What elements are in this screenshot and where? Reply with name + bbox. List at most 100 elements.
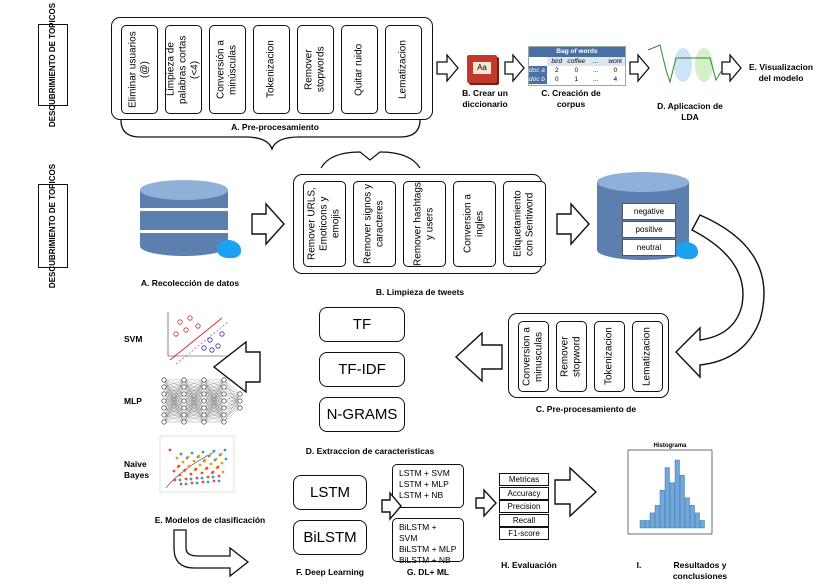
nb-point xyxy=(190,451,194,455)
model-svm-label: SVM xyxy=(124,334,143,344)
mlp-edge xyxy=(223,407,241,423)
mlp-node xyxy=(161,412,167,418)
svm-point xyxy=(209,347,215,353)
pre2-step-box: Conversion a minusculas xyxy=(518,321,549,392)
feature-box: TF xyxy=(319,307,405,342)
mlp-node xyxy=(237,391,243,397)
mlp-edge xyxy=(203,414,225,423)
dl-ml-item: BiLSTM + SVM xyxy=(399,522,437,543)
mlp-edge xyxy=(203,400,225,423)
prep-step-box: Quitar ruido xyxy=(341,25,378,114)
mlp-edge xyxy=(203,379,225,388)
label-results: Resultados y conclusiones xyxy=(672,560,728,581)
mlp-node xyxy=(161,405,167,411)
histogram-bar xyxy=(644,520,650,529)
label-data-collection: A. Recolección de datos xyxy=(140,278,240,288)
svm-point xyxy=(183,327,189,333)
histogram-bar xyxy=(689,505,695,529)
label-deep-learning: F. Deep Learning xyxy=(295,567,364,577)
mlp-edge xyxy=(183,407,205,423)
bow-cell: 0 xyxy=(613,67,618,74)
lda-curve xyxy=(647,44,723,84)
histogram-bar xyxy=(699,520,705,529)
bow-cell: 0 xyxy=(554,76,559,83)
db-body xyxy=(140,190,228,256)
svm-point xyxy=(187,315,193,321)
pre2-step-box: Tokenizacion xyxy=(594,321,625,392)
nb-point xyxy=(189,477,193,481)
label-evaluation: H. Evaluación xyxy=(501,560,557,570)
nb-point xyxy=(224,457,228,461)
lda-cluster-icon xyxy=(668,44,718,86)
label-classification-models: E. Modelos de clasificación xyxy=(154,515,266,525)
nb-point xyxy=(212,479,216,483)
mlp-node xyxy=(201,405,207,411)
label-visualization: E. Visualizacion del modelo xyxy=(748,62,814,83)
pre2-step-box: Remover stopword xyxy=(556,321,587,392)
svm-point xyxy=(201,345,207,351)
clean-step-box: Etiquetamiento con Sentiword xyxy=(503,181,546,267)
mlp-edge xyxy=(163,379,185,409)
mlp-node xyxy=(181,398,187,404)
mlp-edge xyxy=(183,379,205,409)
model-mlp-label: MLP xyxy=(124,396,142,406)
mlp-node xyxy=(181,391,187,397)
mlp-edge xyxy=(203,379,225,423)
mlp-edge xyxy=(223,400,241,423)
svm-point xyxy=(215,343,221,349)
mlp-node xyxy=(181,419,187,425)
nb-point xyxy=(181,460,185,464)
cleaning-brace xyxy=(320,151,421,169)
bottom-left-arrow xyxy=(173,529,250,578)
mlp-node xyxy=(161,419,167,425)
lstm-box: LSTM xyxy=(293,475,367,510)
mlp-edge xyxy=(183,379,205,423)
dictionary-book-icon: Aa xyxy=(467,55,497,83)
mlp-edge xyxy=(183,379,205,416)
mlp-node xyxy=(221,419,227,425)
nb-point xyxy=(206,480,210,484)
nb-point xyxy=(201,450,205,454)
metric-item: Accuracy xyxy=(499,486,549,500)
pre2-step-box: Lematizacion xyxy=(632,321,663,392)
nb-point xyxy=(172,469,176,473)
mlp-edge xyxy=(163,386,185,423)
mlp-node xyxy=(201,391,207,397)
dl-ml-item: LSTM + SVM xyxy=(399,468,450,478)
bow-title: Bag of words xyxy=(529,47,625,57)
label-corpus: C. Creación de corpus xyxy=(541,88,601,109)
metric-item: F1-score xyxy=(499,527,549,540)
mlp-edge xyxy=(203,393,225,423)
nb-point xyxy=(214,457,218,461)
nb-point xyxy=(211,475,215,479)
nb-point xyxy=(200,476,204,480)
nb-point xyxy=(190,481,194,485)
label-dl-ml: G. DL+ ML xyxy=(406,567,450,577)
mlp-node xyxy=(201,384,207,390)
db-top xyxy=(140,180,228,200)
mlp-thumbnail xyxy=(161,377,243,425)
mlp-edge xyxy=(183,379,205,395)
bow-row-label: doc b xyxy=(529,75,547,84)
db-band-2 xyxy=(140,230,228,233)
mlp-node xyxy=(201,377,207,383)
nb-point xyxy=(200,471,204,475)
mlp-node xyxy=(221,377,227,383)
mlp-edge xyxy=(183,379,205,388)
dl-ml-item: BiLSTM + NB xyxy=(399,555,451,565)
db-right-top xyxy=(597,172,689,192)
metric-item: Precision xyxy=(499,500,549,513)
bow-header-cell: coffee xyxy=(566,57,586,66)
mlp-edge xyxy=(183,386,205,423)
middle-flow-arrows xyxy=(212,202,598,521)
mlp-node xyxy=(181,377,187,383)
nb-point xyxy=(195,481,199,485)
prep-step-box: Limpieza de palabras cortas (<4) xyxy=(165,25,202,114)
dl-ml-item: LSTM + NB xyxy=(399,490,444,500)
histogram-bar xyxy=(694,512,700,529)
bow-cell: 4 xyxy=(613,76,618,83)
